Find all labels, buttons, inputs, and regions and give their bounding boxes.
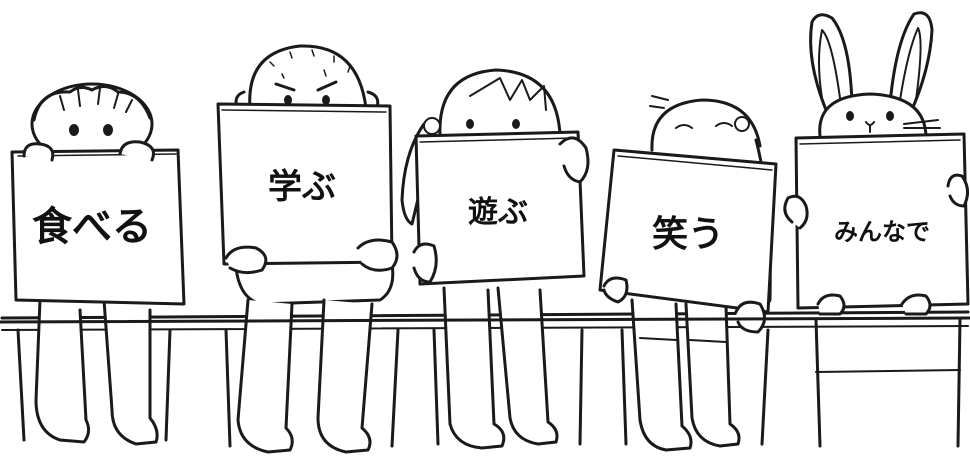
eye-icon [846, 111, 854, 121]
sign-label-warau: 笑う [652, 214, 724, 255]
bench-seat [0, 316, 970, 324]
eye-icon [322, 95, 330, 105]
child-3-ponytail [400, 68, 584, 450]
sign-label-taberu: 食べる [32, 204, 152, 250]
child-1-short-hair [16, 82, 172, 446]
sign-label-minnade: みんなで [834, 218, 930, 246]
sign-taberu: 食べる [10, 140, 186, 306]
rabbit [809, 11, 962, 448]
child-2-buzzcut [224, 44, 400, 454]
eye-icon [512, 119, 520, 129]
sign-label-asobu: 遊ぶ [468, 195, 528, 230]
eye-icon [284, 95, 292, 105]
flower-icon [734, 116, 750, 132]
eye-icon [103, 124, 113, 136]
eye-icon [466, 119, 474, 129]
sign-label-manabu: 学ぶ [268, 167, 336, 207]
sign-minnade: みんなで [783, 132, 970, 316]
sign-asobu: 遊ぶ [412, 130, 590, 286]
sign-manabu: 学ぶ [216, 102, 399, 275]
eye-icon [69, 124, 79, 136]
sign-warau: 笑う [598, 148, 778, 334]
eye-icon [886, 111, 894, 121]
